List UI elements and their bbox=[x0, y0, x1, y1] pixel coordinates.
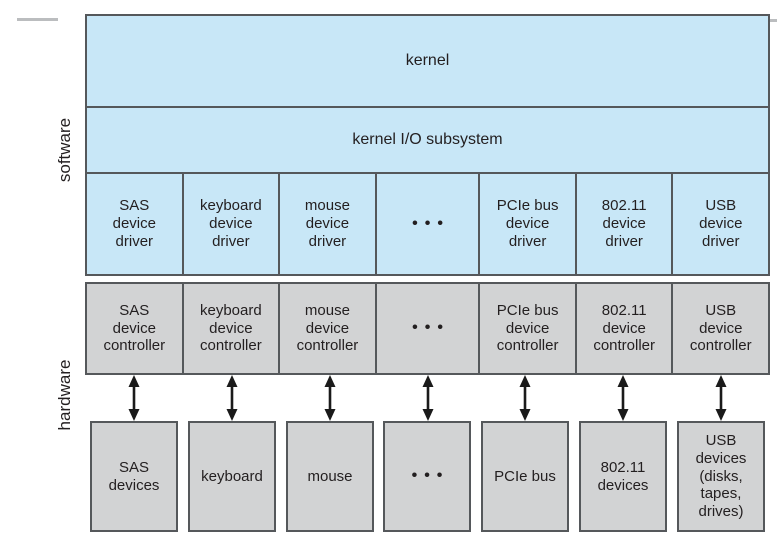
device-box-mouse: mouse bbox=[286, 421, 374, 532]
bidirectional-arrow-icon bbox=[324, 375, 336, 421]
bidirectional-arrow-icon bbox=[422, 375, 434, 421]
kernel-io-subsystem-box: kernel I/O subsystem bbox=[87, 108, 768, 174]
driver-cell-mouse: mouse device driver bbox=[278, 174, 375, 274]
software-block: kernel kernel I/O subsystem SAS device d… bbox=[85, 14, 770, 276]
device-box-80211: 802.11 devices bbox=[579, 421, 667, 532]
top-right-tick bbox=[770, 19, 777, 22]
controller-cell-pcie-bus: PCIe bus device controller bbox=[478, 284, 575, 373]
device-box-ellipsis: ••• bbox=[383, 421, 471, 532]
controller-cell-80211: 802.11 device controller bbox=[574, 284, 672, 373]
driver-cell-usb: USB device driver bbox=[671, 174, 768, 274]
driver-cell-80211: 802.11 device driver bbox=[574, 174, 672, 274]
controller-cell-mouse: mouse device controller bbox=[278, 284, 375, 373]
bidirectional-arrow-icon bbox=[128, 375, 140, 421]
hardware-section-label: hardware bbox=[55, 359, 74, 431]
controller-cell-ellipsis: ••• bbox=[374, 284, 479, 373]
controller-cell-sas: SAS device controller bbox=[103, 301, 166, 355]
controller-cell-usb: USB device controller bbox=[671, 284, 768, 373]
bidirectional-arrow-icon bbox=[715, 375, 727, 421]
controller-cells: SAS device controller keyboard device co… bbox=[87, 284, 768, 373]
bidirectional-arrow-icon bbox=[617, 375, 629, 421]
driver-cell-sas: SAS device driver bbox=[112, 197, 156, 250]
device-box-pcie-bus: PCIe bus bbox=[481, 421, 569, 532]
device-controller-row: SAS device controller keyboard device co… bbox=[85, 282, 770, 375]
device-box-sas: SAS devices bbox=[90, 421, 178, 532]
kernel-io-subsystem-label: kernel I/O subsystem bbox=[352, 131, 503, 148]
driver-cell-pcie-bus: PCIe bus device driver bbox=[478, 174, 575, 274]
software-section-label: software bbox=[55, 117, 74, 183]
kernel-label: kernel bbox=[405, 52, 450, 69]
kernel-box: kernel bbox=[87, 16, 768, 108]
device-box-usb: USB devices (disks, tapes, drives) bbox=[677, 421, 765, 532]
driver-cell-ellipsis: ••• bbox=[374, 174, 479, 274]
device-driver-row: SAS device driver keyboard device driver… bbox=[87, 174, 768, 274]
controller-cell-keyboard: keyboard device controller bbox=[181, 284, 279, 373]
driver-cell-keyboard: keyboard device driver bbox=[181, 174, 279, 274]
top-left-tick bbox=[17, 18, 58, 21]
device-box-keyboard: keyboard bbox=[188, 421, 276, 532]
bidirectional-arrow-icon bbox=[226, 375, 238, 421]
bidirectional-arrow-icon bbox=[519, 375, 531, 421]
